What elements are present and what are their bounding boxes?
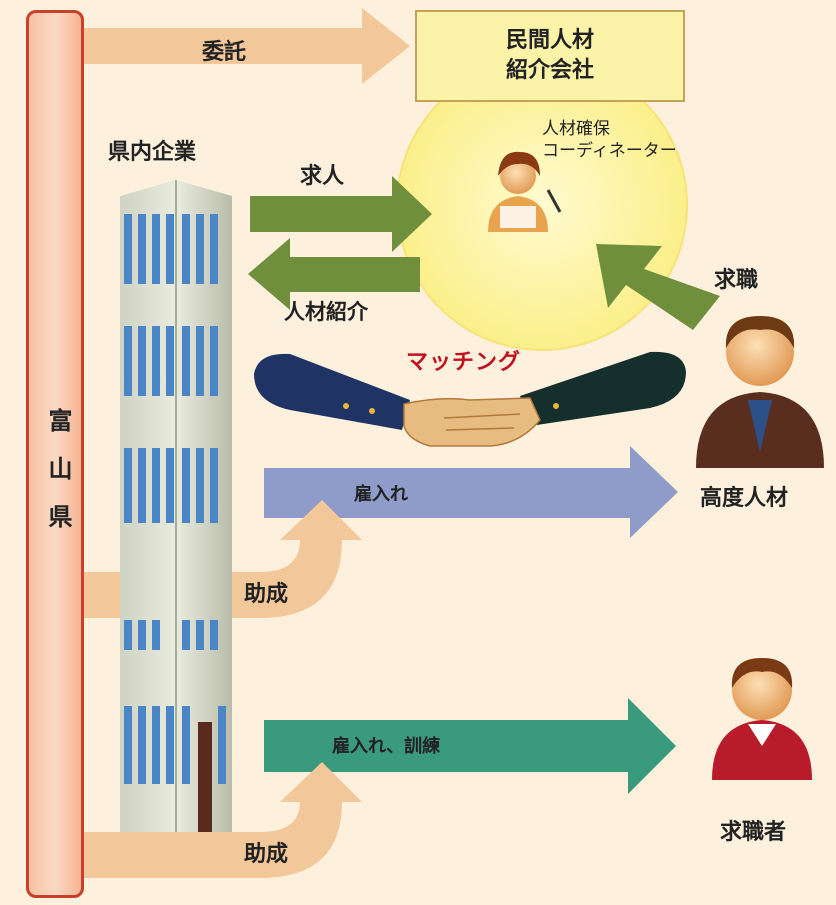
- prefecture-bar: [26, 10, 84, 898]
- prefecture-name: 富山県: [44, 408, 72, 552]
- coordinator-label: 人材確保 コーディネーター: [542, 118, 677, 162]
- commission-label: 委託: [202, 40, 247, 65]
- coordinator-label-line2: コーディネーター: [542, 141, 677, 161]
- coordinator-label-line1: 人材確保: [542, 119, 610, 139]
- referral-arrow: [248, 238, 420, 310]
- referral-label: 人材紹介: [284, 300, 368, 324]
- job-offer-label: 求人: [300, 164, 345, 189]
- coordinator-circle: [396, 59, 688, 351]
- local-companies-label: 県内企業: [108, 140, 197, 165]
- hiring-label: 雇入れ: [354, 484, 408, 505]
- private-recruitment-company-box: 民間人材 紹介会社: [415, 10, 685, 102]
- building-icon: [120, 180, 232, 832]
- handshake-icon: [254, 351, 686, 447]
- company-box-line2: 紹介会社: [505, 58, 594, 83]
- subsidy-label-1: 助成: [244, 582, 289, 607]
- commission-arrow: [84, 8, 410, 84]
- skilled-person-icon: [696, 316, 824, 468]
- hiring-training-label: 雇入れ、訓練: [332, 736, 441, 757]
- matching-label: マッチング: [406, 350, 522, 375]
- job-seeking-label: 求職: [714, 268, 759, 293]
- coordinator-person-icon: [488, 151, 562, 232]
- subsidy-arrow-2: [84, 762, 362, 878]
- job-seekers-label: 求職者: [720, 820, 787, 845]
- highly-skilled-label: 高度人材: [700, 486, 789, 511]
- job-offer-arrow: [250, 176, 432, 252]
- job-seeker-icon: [712, 658, 812, 780]
- hiring-training-arrow: [264, 698, 676, 794]
- job-seeking-arrow: [596, 244, 720, 330]
- hiring-arrow: [264, 446, 678, 538]
- subsidy-label-2: 助成: [244, 842, 289, 867]
- company-box-line1: 民間人材: [505, 28, 594, 53]
